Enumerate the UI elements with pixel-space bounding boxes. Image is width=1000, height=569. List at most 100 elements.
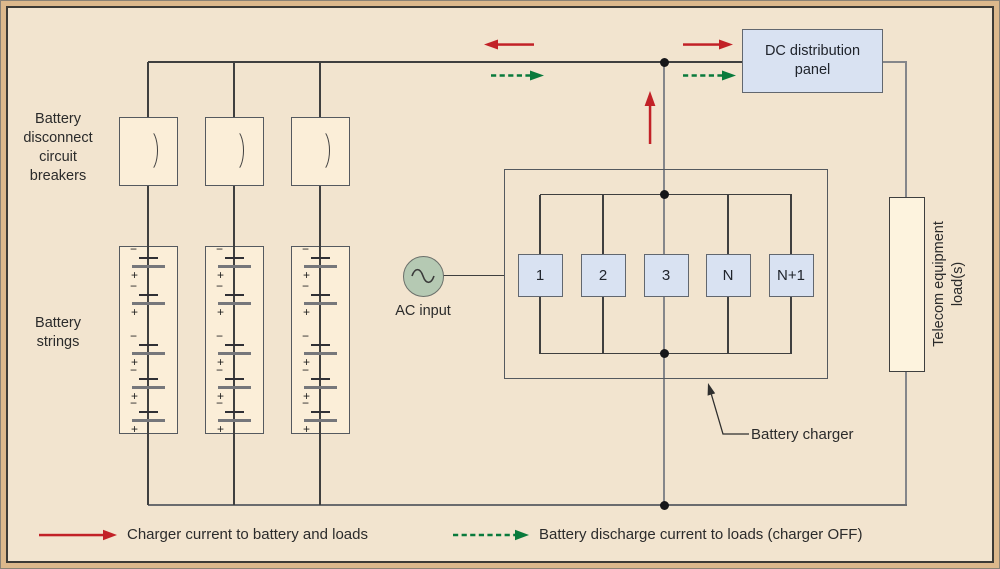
battery-cell-plus-line (131, 302, 165, 305)
battery-cell-plus-line (217, 386, 251, 389)
battery-cell-minus-line (224, 257, 244, 259)
battery-cell-plus-sign: + (303, 268, 311, 282)
junction-dot-charger-bottom-bus (659, 349, 669, 358)
battery-cell-minus-sign: − (216, 396, 224, 410)
battery-cell-plus-line (217, 352, 251, 355)
battery-cell-minus-sign: − (302, 363, 310, 377)
string-2-center-wire (233, 246, 235, 434)
battery-cell-plus-line (217, 419, 251, 422)
battery-cell-plus-sign: + (131, 389, 139, 403)
bottom-bus-wire (148, 504, 907, 506)
discharge-current-arrow-left-group (491, 70, 544, 81)
battery-cell-plus-sign: + (131, 268, 139, 282)
battery-cell-plus-line (131, 265, 165, 268)
battery-cell-minus-sign: − (302, 396, 310, 410)
legend-charger-current-text: Charger current to battery and loads (127, 526, 368, 543)
charger-module-3: 3 (643, 254, 689, 297)
string-1-bottom-wire (147, 434, 149, 505)
string-2-mid-wire (233, 186, 235, 246)
battery-cell-plus-line (303, 419, 337, 422)
sine-wave-icon (411, 268, 435, 284)
battery-cell-minus-line (138, 257, 158, 259)
battery-cell-plus-sign: + (217, 305, 225, 319)
charger-current-arrow-up (644, 91, 656, 144)
battery-cell-minus-sign: − (130, 329, 138, 343)
ac-source-icon (403, 256, 444, 297)
module-5-top-stub (790, 195, 792, 254)
module-4-bottom-stub (727, 297, 729, 354)
junction-dot-charger-top-bus (659, 190, 669, 199)
dc-panel-label-line1: DC distribution (764, 43, 861, 59)
battery-cell-minus-line (310, 344, 330, 346)
battery-cell-plus-sign: + (131, 355, 139, 369)
battery-cell-plus-line (131, 386, 165, 389)
battery-cell-plus-sign: + (131, 422, 139, 436)
string-3-center-wire (319, 246, 321, 434)
string-2-bottom-wire (233, 434, 235, 505)
battery-charger-leader-arrow (707, 383, 749, 435)
module-5-bottom-stub (790, 297, 792, 354)
string-2-top-wire (233, 62, 235, 117)
battery-cell-plus-sign: + (217, 355, 225, 369)
battery-cell-plus-line (217, 265, 251, 268)
breaker-contact-arc-2 (225, 128, 244, 172)
dc-distribution-panel: DC distribution panel (742, 29, 883, 93)
battery-cell-plus-sign: + (303, 305, 311, 319)
telecom-load-label: Telecom equipment load(s) (931, 221, 966, 347)
string-1-mid-wire (147, 186, 149, 246)
string-1-top-wire (147, 62, 149, 117)
charger-module-label: N (722, 267, 734, 284)
battery-cell-minus-sign: − (130, 279, 138, 293)
legend-discharge-current-text: Battery discharge current to loads (char… (539, 526, 863, 543)
battery-cell-plus-sign: + (217, 389, 225, 403)
battery-cell-minus-sign: − (302, 242, 310, 256)
battery-cell-plus-line (131, 419, 165, 422)
battery-cell-plus-line (217, 302, 251, 305)
battery-cell-minus-sign: − (216, 329, 224, 343)
module-1-bottom-stub (539, 297, 541, 354)
battery-cell-plus-line (303, 386, 337, 389)
legend-dashed-green-arrow-icon (453, 529, 529, 541)
battery-cell-plus-line (303, 302, 337, 305)
junction-dot-top (659, 57, 669, 67)
junction-dot-bottom (659, 500, 669, 510)
module-2-top-stub (602, 195, 604, 254)
battery-cell-minus-line (138, 378, 158, 380)
battery-cell-minus-sign: − (302, 329, 310, 343)
battery-cell-minus-sign: − (216, 363, 224, 377)
string-1-center-wire (147, 246, 149, 434)
module-2-bottom-stub (602, 297, 604, 354)
charger-module-label: N+1 (777, 267, 805, 284)
battery-cell-minus-line (224, 411, 244, 413)
battery-cell-minus-sign: − (130, 396, 138, 410)
charger-module-label: 1 (535, 267, 545, 284)
battery-cell-minus-sign: − (130, 363, 138, 377)
string-3-bottom-wire (319, 434, 321, 505)
ac-input-label: AC input (395, 303, 451, 319)
battery-cell-minus-line (224, 344, 244, 346)
battery-cell-minus-sign: − (216, 279, 224, 293)
battery-cell-minus-sign: − (130, 242, 138, 256)
breaker-contact-arc-1 (139, 128, 158, 172)
battery-cell-plus-sign: + (303, 389, 311, 403)
panel-to-load-link-wire (881, 60, 907, 63)
charger-module-5: N+1 (768, 254, 814, 297)
charger-module-label: 2 (598, 267, 608, 284)
battery-disconnect-label: Battery disconnect circuit breakers (23, 111, 93, 184)
breaker-contact-arc-3 (311, 128, 330, 172)
battery-charger-label: Battery charger (751, 426, 854, 443)
battery-cell-plus-line (303, 352, 337, 355)
dc-panel-label-line2: panel (794, 62, 831, 78)
discharge-current-arrow-to-panel (683, 70, 736, 81)
battery-cell-plus-sign: + (217, 422, 225, 436)
ac-input-wire (443, 275, 504, 277)
battery-cell-minus-line (224, 294, 244, 296)
charger-module-4: N (705, 254, 751, 297)
charger-module-1: 1 (517, 254, 563, 297)
battery-cell-plus-sign: + (217, 268, 225, 282)
charger-module-2: 2 (580, 254, 626, 297)
battery-cell-minus-line (310, 257, 330, 259)
telecom-load-box (889, 197, 925, 372)
battery-cell-plus-sign: + (131, 305, 139, 319)
